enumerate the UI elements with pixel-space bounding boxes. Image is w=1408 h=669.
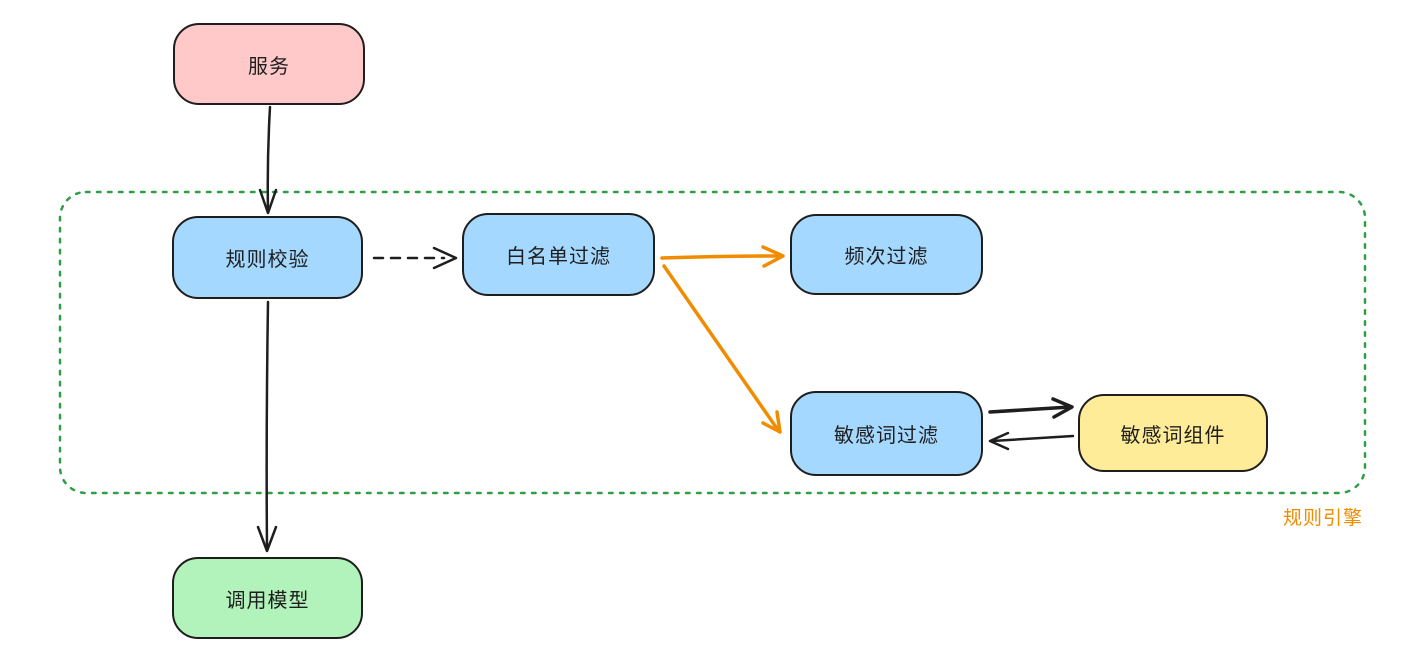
node-service-label: 服务 [248,53,290,78]
edge-service-to-rule-check [258,105,278,215]
node-service: 服务 [173,23,365,105]
node-sensitive-word-component: 敏感词组件 [1078,394,1268,472]
edge-whitelist-filter-to-frequency-filter [660,245,785,268]
node-sensitive-word-filter-label: 敏感词过滤 [834,423,939,447]
edge-whitelist-filter-to-sensitive-word-filter [662,264,782,434]
edge-sensitive-word-filter-to-component [988,397,1074,419]
node-frequency-filter: 频次过滤 [790,214,983,295]
node-call-model-label: 调用模型 [225,587,310,612]
edge-component-to-sensitive-word-filter [988,431,1075,451]
node-sensitive-word-component-label: 敏感词组件 [1120,422,1226,447]
node-whitelist-filter: 白名单过滤 [462,213,655,296]
node-call-model: 调用模型 [172,557,363,639]
edge-rule-check-to-whitelist-filter [372,246,458,270]
node-rule-check: 规则校验 [172,216,363,299]
node-whitelist-filter-label: 白名单过滤 [506,244,611,268]
node-rule-check-label: 规则校验 [225,247,310,271]
edge-rule-check-to-call-model [256,300,278,553]
rule-engine-group-label: 规则引擎 [1283,507,1364,529]
node-sensitive-word-filter: 敏感词过滤 [790,391,983,476]
node-frequency-filter-label: 频次过滤 [844,244,929,268]
